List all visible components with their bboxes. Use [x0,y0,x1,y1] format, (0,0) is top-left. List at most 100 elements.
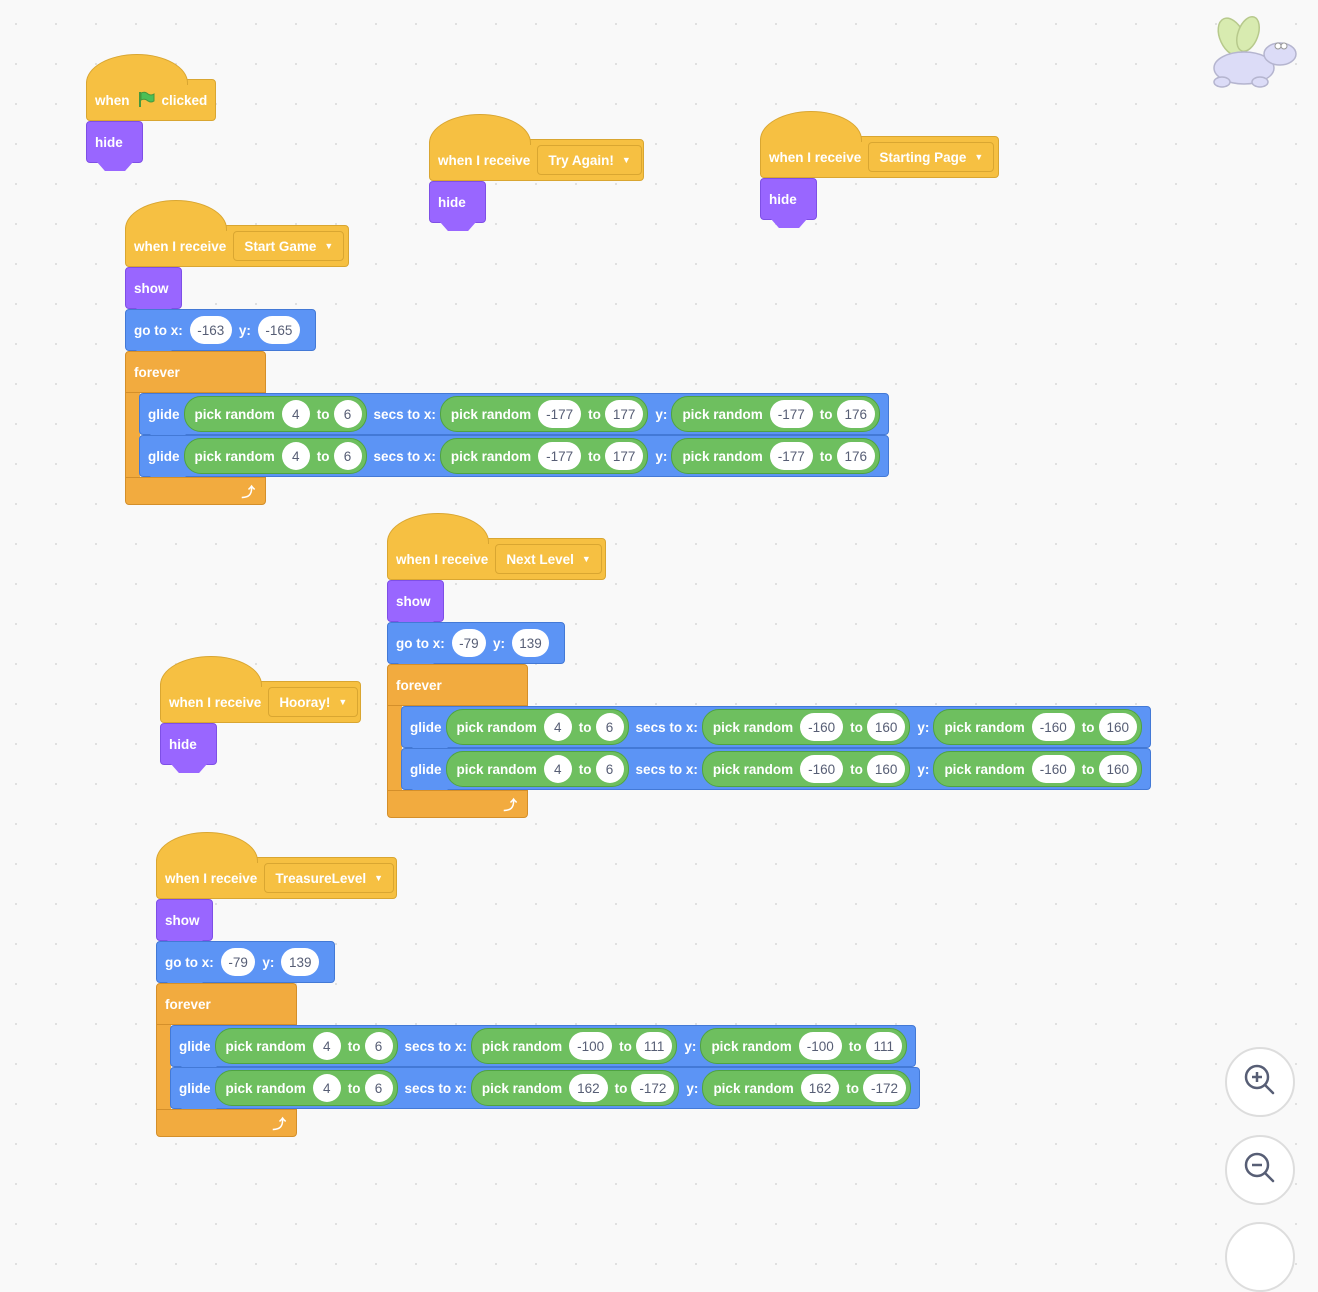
script-receive-starting-page[interactable]: when I receive Starting Page ▼ hide [760,111,999,228]
number-input[interactable]: 176 [836,442,876,470]
number-input[interactable]: 6 [595,755,624,783]
number-input[interactable]: -100 [569,1032,613,1060]
number-input[interactable]: 111 [635,1032,673,1060]
message-dropdown[interactable]: Start Game▼ [233,231,345,261]
script-receive-hooray[interactable]: when I receive Hooray! ▼ hide [160,656,361,773]
script-when-flag-clicked[interactable]: when clicked hide [86,54,216,171]
number-input[interactable]: -79 [220,948,256,976]
number-input[interactable]: 177 [604,442,644,470]
number-input[interactable]: -160 [800,755,844,783]
number-input[interactable]: 160 [866,755,906,783]
zoom-out-button[interactable] [1225,1135,1295,1205]
number-input[interactable]: 162 [800,1074,840,1102]
number-input[interactable]: -100 [798,1032,842,1060]
number-input[interactable]: -177 [538,442,582,470]
hide-block[interactable]: hide [86,121,143,171]
zoom-in-button[interactable] [1225,1047,1295,1117]
number-input[interactable]: -177 [769,442,813,470]
show-block[interactable]: show [125,267,182,317]
message-dropdown[interactable]: Try Again! ▼ [537,145,642,175]
when-i-receive-hat[interactable]: when I receive Starting Page ▼ [760,111,999,178]
forever-top[interactable]: forever [156,983,297,1025]
message-dropdown[interactable]: Hooray! ▼ [268,687,359,717]
number-input[interactable]: -165 [257,316,300,344]
when-flag-clicked-hat[interactable]: when clicked [86,54,216,121]
hide-block[interactable]: hide [760,178,817,228]
number-input[interactable]: 160 [866,713,906,741]
number-input[interactable]: 4 [543,755,572,783]
number-input[interactable]: -160 [1031,755,1075,783]
number-input[interactable]: -177 [769,400,813,428]
number-input[interactable]: 4 [312,1074,341,1102]
number-input[interactable]: -79 [451,629,486,657]
message-dropdown[interactable]: TreasureLevel▼ [264,863,395,893]
show-block[interactable]: show [387,580,444,630]
when-i-receive-hat[interactable]: when I receive Try Again! ▼ [429,114,644,181]
number-input[interactable]: -172 [863,1074,907,1102]
number-input[interactable]: 160 [1098,755,1138,783]
number-input[interactable]: 4 [312,1032,341,1060]
number-input[interactable]: 6 [595,713,624,741]
number-input[interactable]: 4 [543,713,572,741]
number-input[interactable]: 6 [333,442,362,470]
number-input[interactable]: 139 [511,629,549,657]
forever-top[interactable]: forever [387,664,528,706]
number-input[interactable]: -172 [631,1074,675,1102]
hide-block[interactable]: hide [160,723,217,773]
script-receive-try-again[interactable]: when I receive Try Again! ▼ hide [429,114,644,231]
number-input[interactable]: 6 [364,1074,393,1102]
show-block[interactable]: show [156,899,213,949]
hide-block[interactable]: hide [429,181,486,231]
number-input[interactable]: -160 [1031,713,1075,741]
number-input[interactable]: 6 [333,400,362,428]
number-input[interactable]: 6 [364,1032,393,1060]
message-dropdown[interactable]: Next Level▼ [495,544,602,574]
number-input[interactable]: 162 [569,1074,608,1102]
number-input[interactable]: -163 [189,316,232,344]
number-input[interactable]: 160 [1098,713,1138,741]
number-input[interactable]: 139 [281,948,319,976]
number-input[interactable]: 176 [836,400,876,428]
forever-top[interactable]: forever [125,351,266,393]
number-input[interactable]: 177 [604,400,644,428]
reset-zoom-button[interactable] [1225,1222,1295,1292]
number-input[interactable]: -177 [538,400,582,428]
number-input[interactable]: 4 [281,400,310,428]
number-input[interactable]: -160 [800,713,844,741]
number-input[interactable]: 4 [281,442,310,470]
